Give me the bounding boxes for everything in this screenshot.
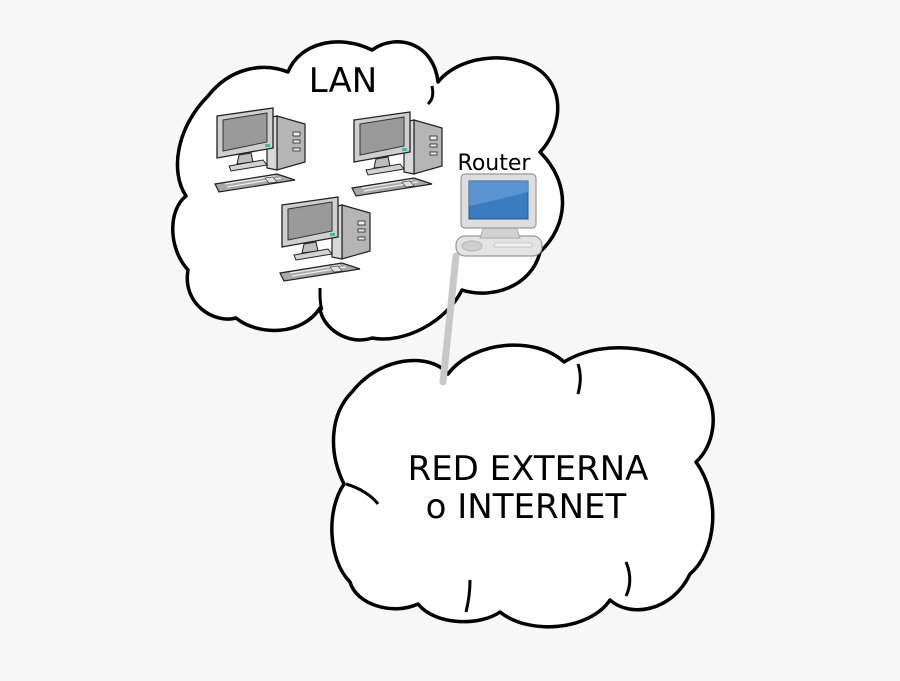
network-link: [439, 252, 460, 386]
router-computer-icon: [455, 173, 543, 257]
external-network-label-line2: o INTERNET: [426, 487, 627, 527]
lan-label: LAN: [309, 61, 377, 101]
external-network-label-line1: RED EXTERNA: [408, 449, 649, 489]
external-network-cloud: [330, 343, 715, 629]
router-label: Router: [458, 151, 532, 176]
